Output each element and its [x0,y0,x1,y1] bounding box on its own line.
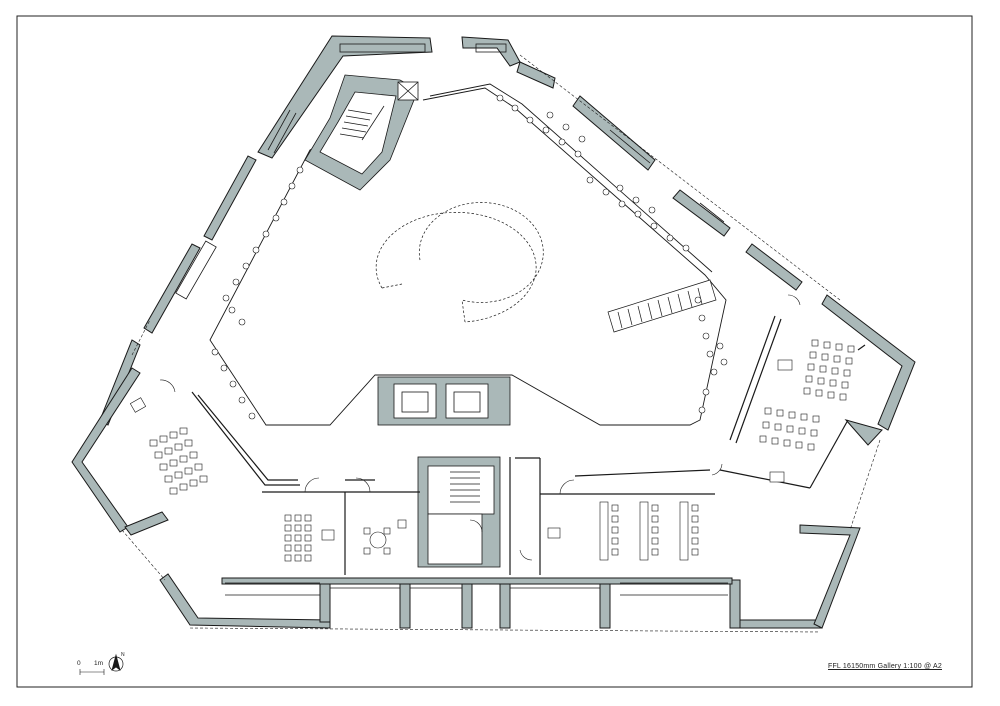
seating-east [547,501,699,561]
north-label: N [121,652,125,658]
scale-one-label: 1m [94,660,104,667]
sheet-border [16,15,973,688]
drawing-title: FFL 16150mm Gallery 1:100 @ A2 [827,663,942,670]
seating-northeast [759,339,855,483]
lift-core [377,376,511,426]
seating-west [129,397,208,495]
overhead-lines [121,54,881,633]
north-arrow-icon [108,653,124,672]
scale-bar-icon [79,669,105,675]
escalator-icon [607,279,717,333]
stair-core-north [304,74,419,191]
gallery-chairs [211,94,728,420]
doors [159,294,801,561]
stair-icon [339,105,385,141]
building-outline [71,35,916,629]
scale-zero-label: 0 [77,660,81,667]
partitions [191,315,866,575]
seating-south [284,514,407,562]
central-ring [375,202,544,323]
stair-core-south [417,456,501,568]
facade-windows [175,43,728,596]
